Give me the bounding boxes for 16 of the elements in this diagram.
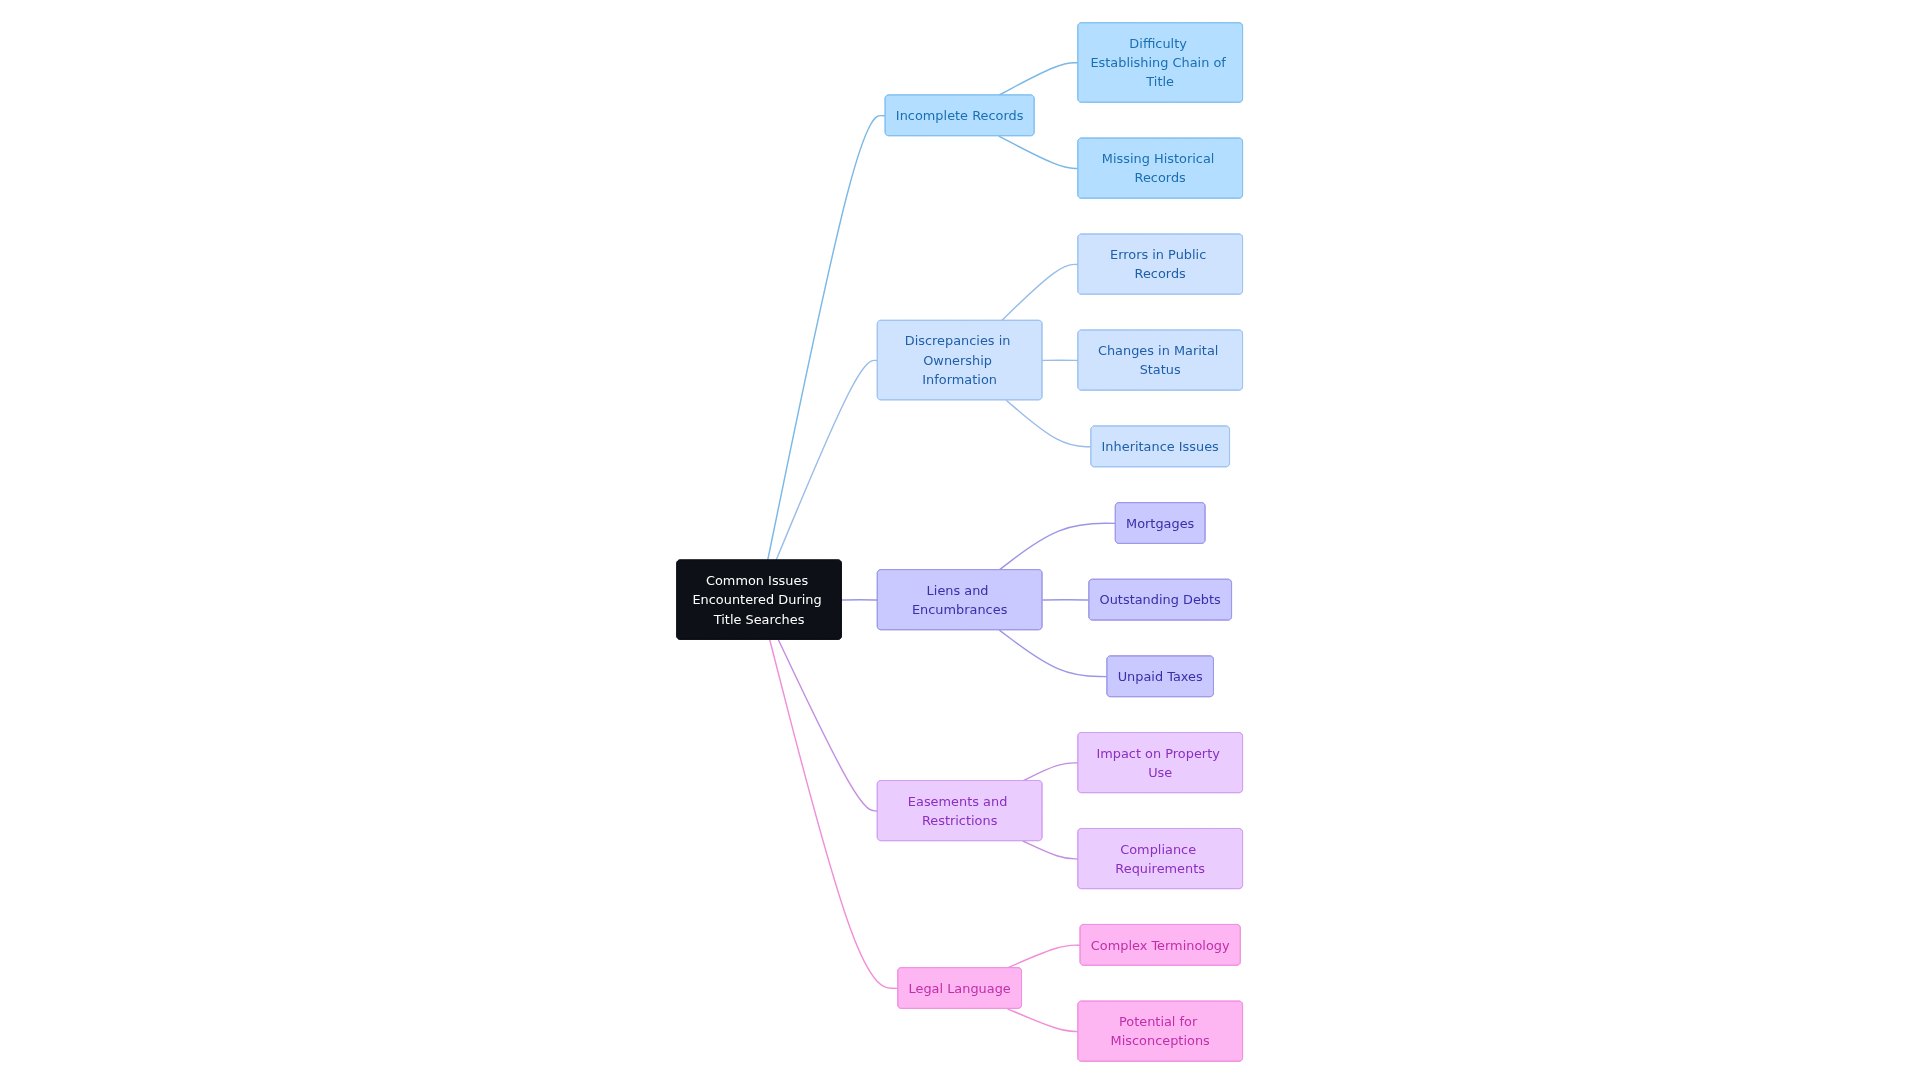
connector	[1042, 358, 1080, 361]
connector	[1042, 598, 1091, 601]
connector	[841, 598, 879, 601]
connector	[778, 638, 879, 812]
connector	[1001, 263, 1080, 321]
connector	[1022, 839, 1080, 860]
connector	[999, 522, 1117, 571]
connector	[1007, 1007, 1080, 1032]
connector	[775, 359, 879, 561]
connector	[1005, 398, 1093, 447]
connector	[998, 61, 1080, 96]
connector	[769, 638, 900, 989]
connector	[999, 628, 1109, 677]
connector	[998, 134, 1080, 169]
connector	[767, 114, 887, 561]
connector	[1007, 943, 1082, 969]
